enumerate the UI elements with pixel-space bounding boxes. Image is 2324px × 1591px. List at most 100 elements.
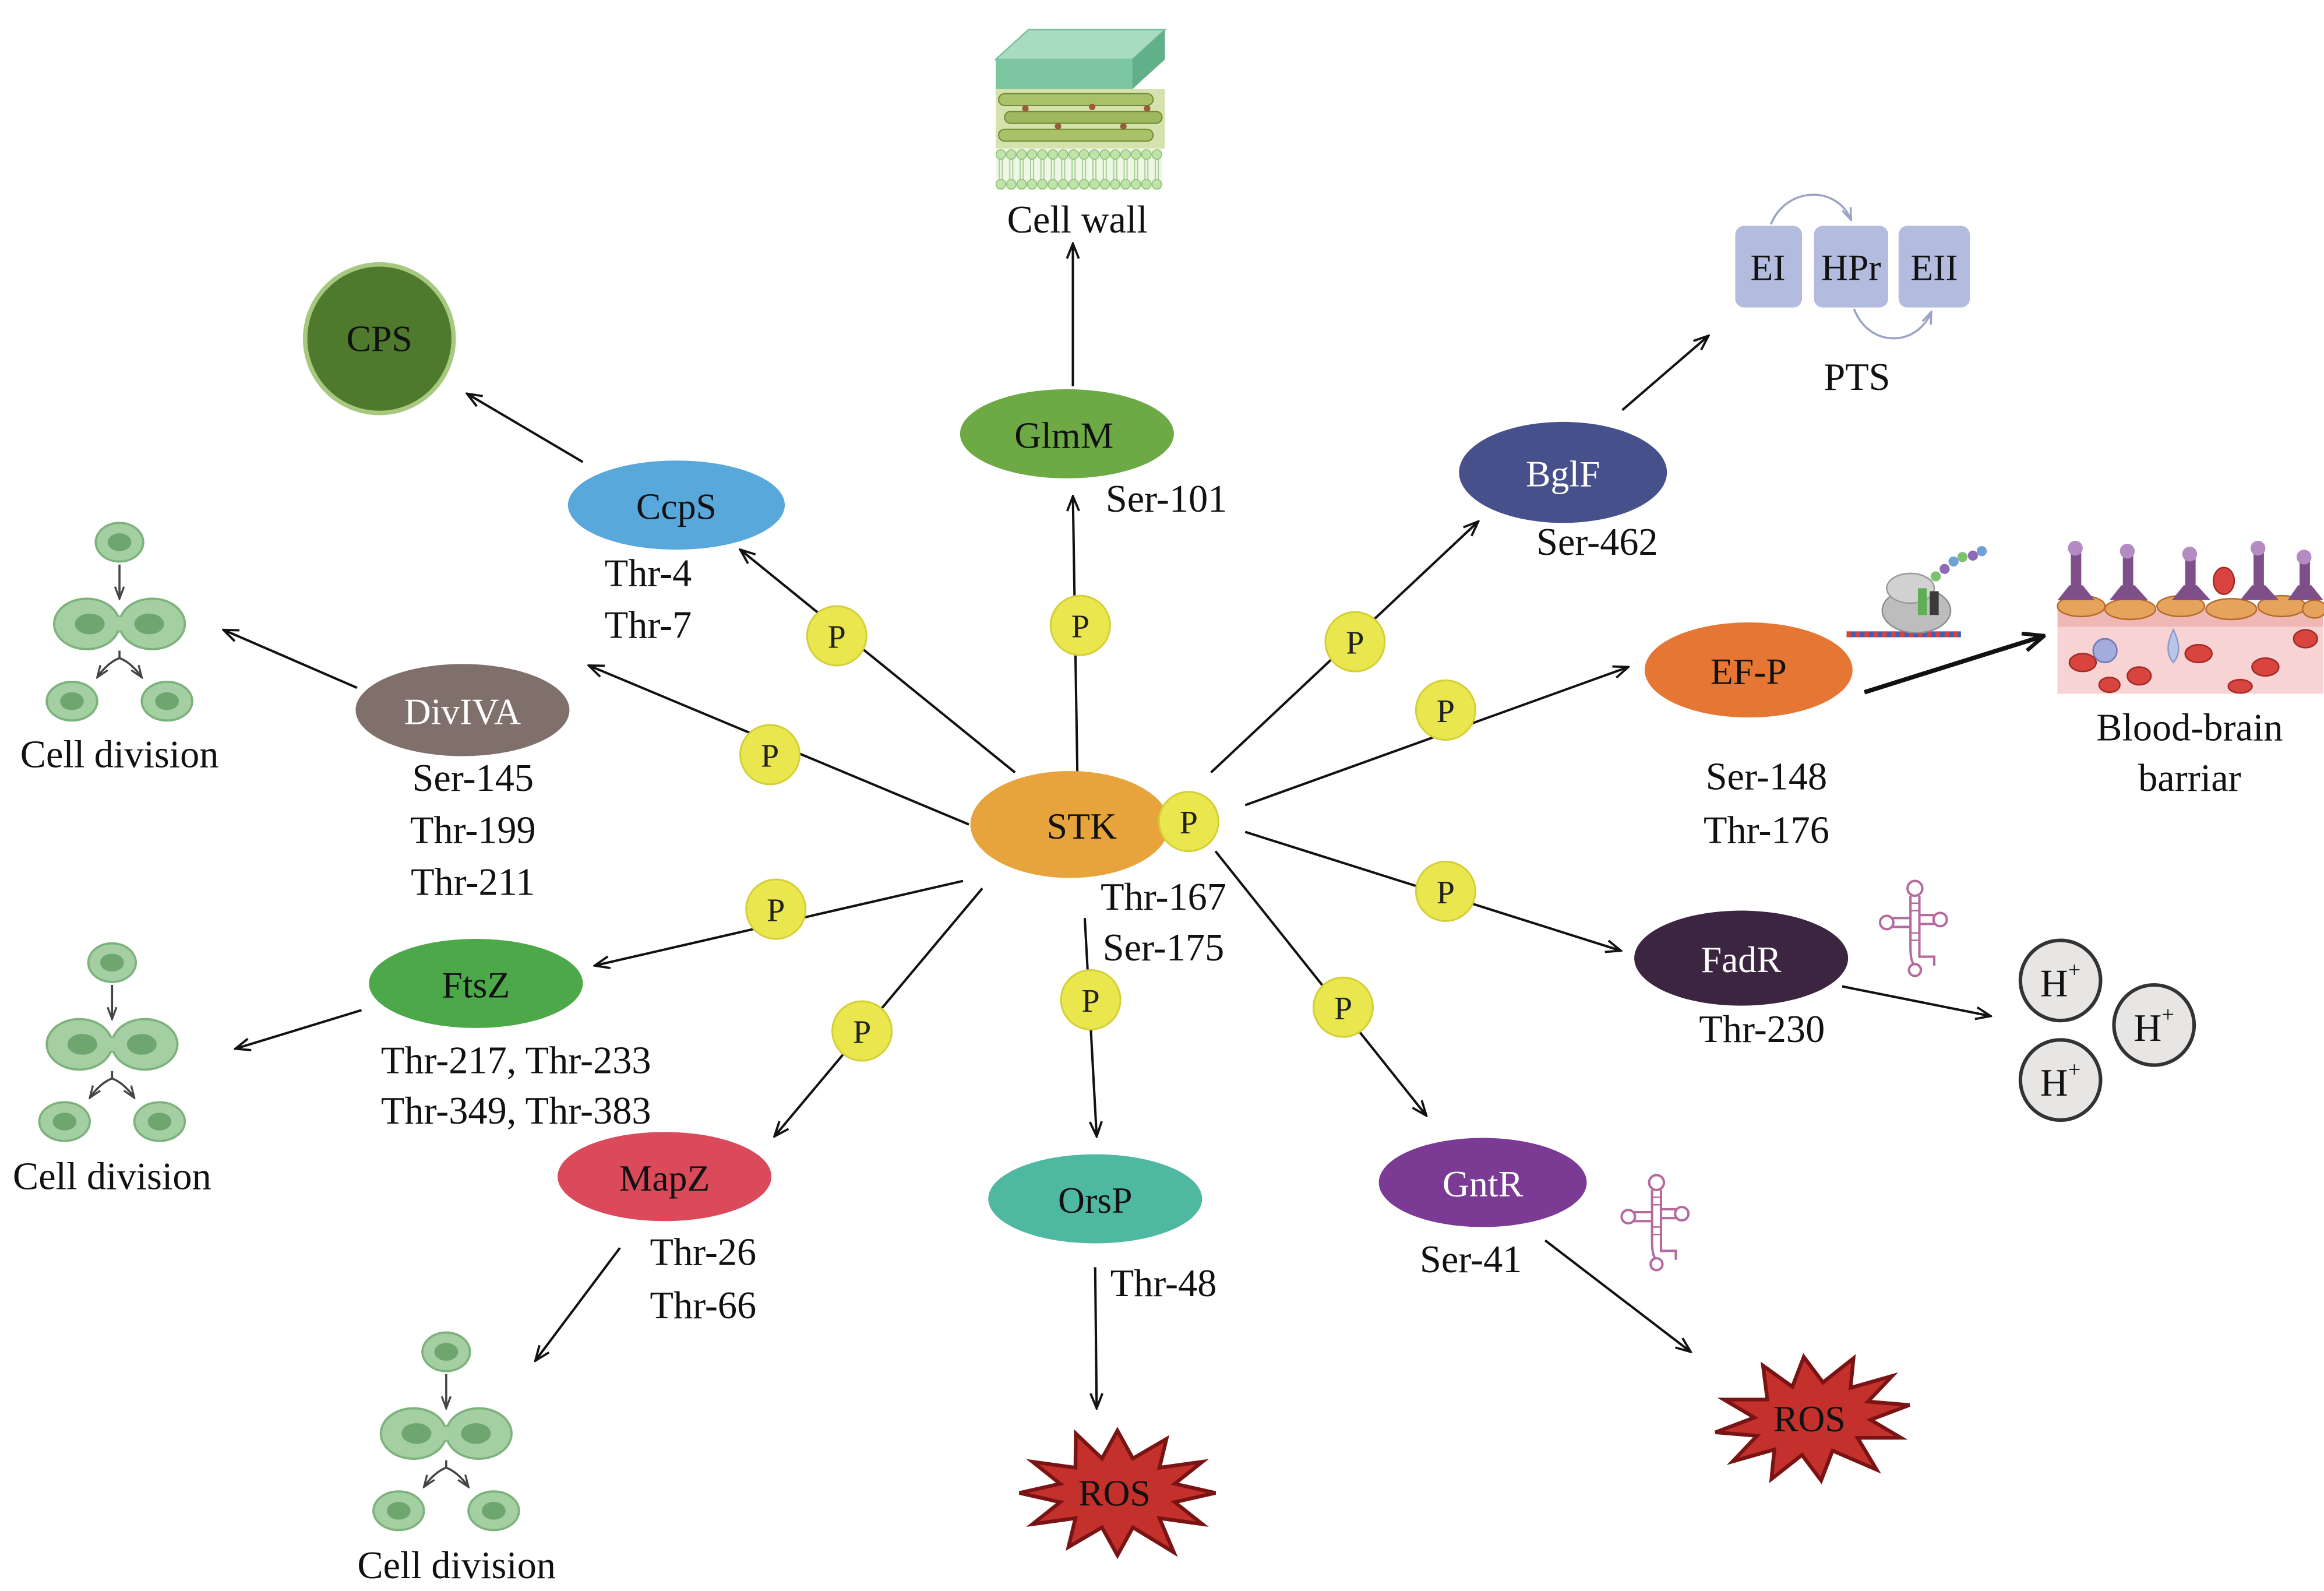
peptide-bead bbox=[1976, 546, 1987, 557]
substrate-node-mapz: MapZ Thr-26 Thr-66 bbox=[558, 1132, 772, 1327]
proton-label: H+ bbox=[2040, 958, 2080, 1005]
red-blood-cell bbox=[2126, 666, 2152, 686]
cell-division-icon bbox=[373, 1332, 519, 1530]
divIVA-site: Thr-211 bbox=[411, 861, 535, 904]
orsp-ellipse bbox=[988, 1154, 1202, 1244]
cell-division-icon bbox=[39, 944, 185, 1141]
phospho-circle-ccps bbox=[806, 605, 867, 667]
proton-label: H+ bbox=[2134, 1002, 2174, 1049]
bglf-label: BglF bbox=[1526, 453, 1600, 495]
astrocyte-tip bbox=[2250, 540, 2266, 556]
efp-site: Ser-148 bbox=[1706, 756, 1827, 798]
phospho-label: P bbox=[1071, 609, 1089, 645]
astrocyte-endfoot bbox=[2240, 585, 2279, 600]
substrate-node-ftsz: FtsZ Thr-217, Thr-233 Thr-349, Thr-383 bbox=[369, 938, 651, 1132]
phospho-label: P bbox=[761, 738, 779, 774]
ftsz-label: FtsZ bbox=[442, 965, 510, 1006]
ros-label: ROS bbox=[1078, 1472, 1151, 1513]
stk-label: STK bbox=[1047, 805, 1117, 847]
divIVA-site: Ser-145 bbox=[412, 757, 534, 800]
endothelial-cell bbox=[2301, 599, 2324, 619]
pts-hpr-label: HPr bbox=[1821, 247, 1881, 288]
phospho-label: P bbox=[853, 1015, 871, 1051]
blood-brain-barrier-label-line2: barriar bbox=[2138, 757, 2241, 800]
peptide-bead bbox=[1948, 556, 1959, 567]
arrow-stk-to-gntr bbox=[1214, 850, 1426, 1116]
cell-division-label: Cell division bbox=[13, 1155, 211, 1198]
peptide-bead bbox=[1939, 564, 1950, 574]
phospho-circle-gntr bbox=[1312, 976, 1374, 1038]
proton-symbol: H bbox=[2040, 1062, 2068, 1104]
proton-charge: + bbox=[2068, 958, 2081, 983]
ccps-ellipse bbox=[567, 460, 785, 550]
crosslink-dot bbox=[1120, 123, 1127, 130]
immune-cell bbox=[2092, 638, 2118, 664]
mapz-site: Thr-26 bbox=[650, 1231, 757, 1273]
phospho-circle-mapz bbox=[831, 1000, 893, 1062]
phospho-circle-orsp bbox=[1060, 969, 1122, 1030]
red-blood-cell bbox=[2098, 677, 2121, 694]
pts-label: PTS bbox=[1824, 356, 1890, 399]
bglf-ellipse bbox=[1459, 421, 1667, 523]
crosslink-dot bbox=[1022, 105, 1029, 112]
phospho-label: P bbox=[1180, 805, 1198, 841]
arrow-mapz-to-cell-division bbox=[535, 1247, 621, 1361]
phospho-circle-ftsz bbox=[745, 878, 807, 940]
peptide-bead bbox=[1930, 571, 1941, 582]
pts-ei-label: EI bbox=[1750, 247, 1785, 288]
substrate-node-orsp: OrsP Thr-48 bbox=[988, 1154, 1216, 1305]
proton-charge: + bbox=[2161, 1002, 2174, 1027]
fadr-site: Thr-230 bbox=[1699, 1008, 1825, 1051]
glycan-strand bbox=[998, 128, 1154, 142]
pts-eii-box bbox=[1898, 226, 1970, 308]
endothelial-cell bbox=[2205, 597, 2258, 621]
phospho-label: P bbox=[1437, 875, 1455, 911]
cell-wall-side-face bbox=[1132, 29, 1165, 89]
pts-ei-box bbox=[1735, 226, 1803, 308]
proton-circle bbox=[2018, 1038, 2103, 1122]
gntr-ellipse bbox=[1378, 1138, 1587, 1227]
cell-wall-label: Cell wall bbox=[1007, 199, 1148, 241]
glycan-strand bbox=[1004, 111, 1163, 124]
substrate-node-fadr: FadR Thr-230 bbox=[1634, 910, 1849, 1051]
cell-division-icon bbox=[47, 523, 192, 720]
gntr-site: Ser-41 bbox=[1420, 1238, 1522, 1281]
membrane-bilayer bbox=[996, 148, 1162, 191]
ribosome-icon bbox=[1846, 546, 1987, 638]
substrate-node-divIVA: DivIVA Ser-145 Thr-199 Thr-211 bbox=[355, 664, 570, 904]
crosslink-dot bbox=[1055, 123, 1062, 130]
astrocyte-tip bbox=[2068, 540, 2083, 556]
phospho-circle-efp bbox=[1415, 679, 1476, 741]
trna bbox=[1930, 591, 1939, 615]
glmm-ellipse bbox=[960, 389, 1174, 478]
arrow-gntr-to-ros bbox=[1544, 1239, 1691, 1351]
astrocyte-tip bbox=[2296, 550, 2312, 565]
gntr-label: GntR bbox=[1443, 1163, 1524, 1205]
ccps-site: Thr-4 bbox=[605, 552, 692, 594]
substrate-node-glmm: GlmM Ser-101 bbox=[960, 389, 1227, 520]
fadr-label: FadR bbox=[1701, 939, 1782, 980]
arrow-divIVA-to-cell-division bbox=[224, 630, 358, 689]
glmm-site: Ser-101 bbox=[1106, 478, 1227, 520]
proton-label: H+ bbox=[2040, 1057, 2080, 1104]
substrate-node-efp: EF-P Ser-148 Thr-176 bbox=[1644, 622, 1853, 851]
efp-ellipse bbox=[1644, 622, 1853, 718]
rna-stem-loop-icon bbox=[1880, 881, 1947, 976]
blood-brain-barrier-illustration bbox=[2057, 540, 2324, 694]
blood-brain-barrier-label-line1: Blood-brain bbox=[2096, 707, 2283, 749]
phospho-label: P bbox=[1334, 991, 1352, 1027]
astrocyte-endfoot bbox=[2171, 585, 2211, 600]
trna bbox=[1917, 588, 1927, 615]
phospho-circle-glmm bbox=[1049, 594, 1111, 656]
arrow-stk-to-ccps bbox=[740, 550, 1016, 774]
divIVA-ellipse bbox=[355, 664, 570, 756]
divIVA-label: DivIVA bbox=[404, 691, 521, 732]
peptide-bead bbox=[1967, 550, 1978, 561]
crosslink-dot bbox=[1144, 105, 1151, 112]
red-blood-cell bbox=[2293, 629, 2318, 649]
efp-site: Thr-176 bbox=[1704, 809, 1829, 851]
mapz-label: MapZ bbox=[619, 1157, 710, 1199]
astrocyte-endfoot bbox=[2109, 585, 2149, 600]
ftsz-site: Thr-349, Thr-383 bbox=[381, 1090, 651, 1132]
